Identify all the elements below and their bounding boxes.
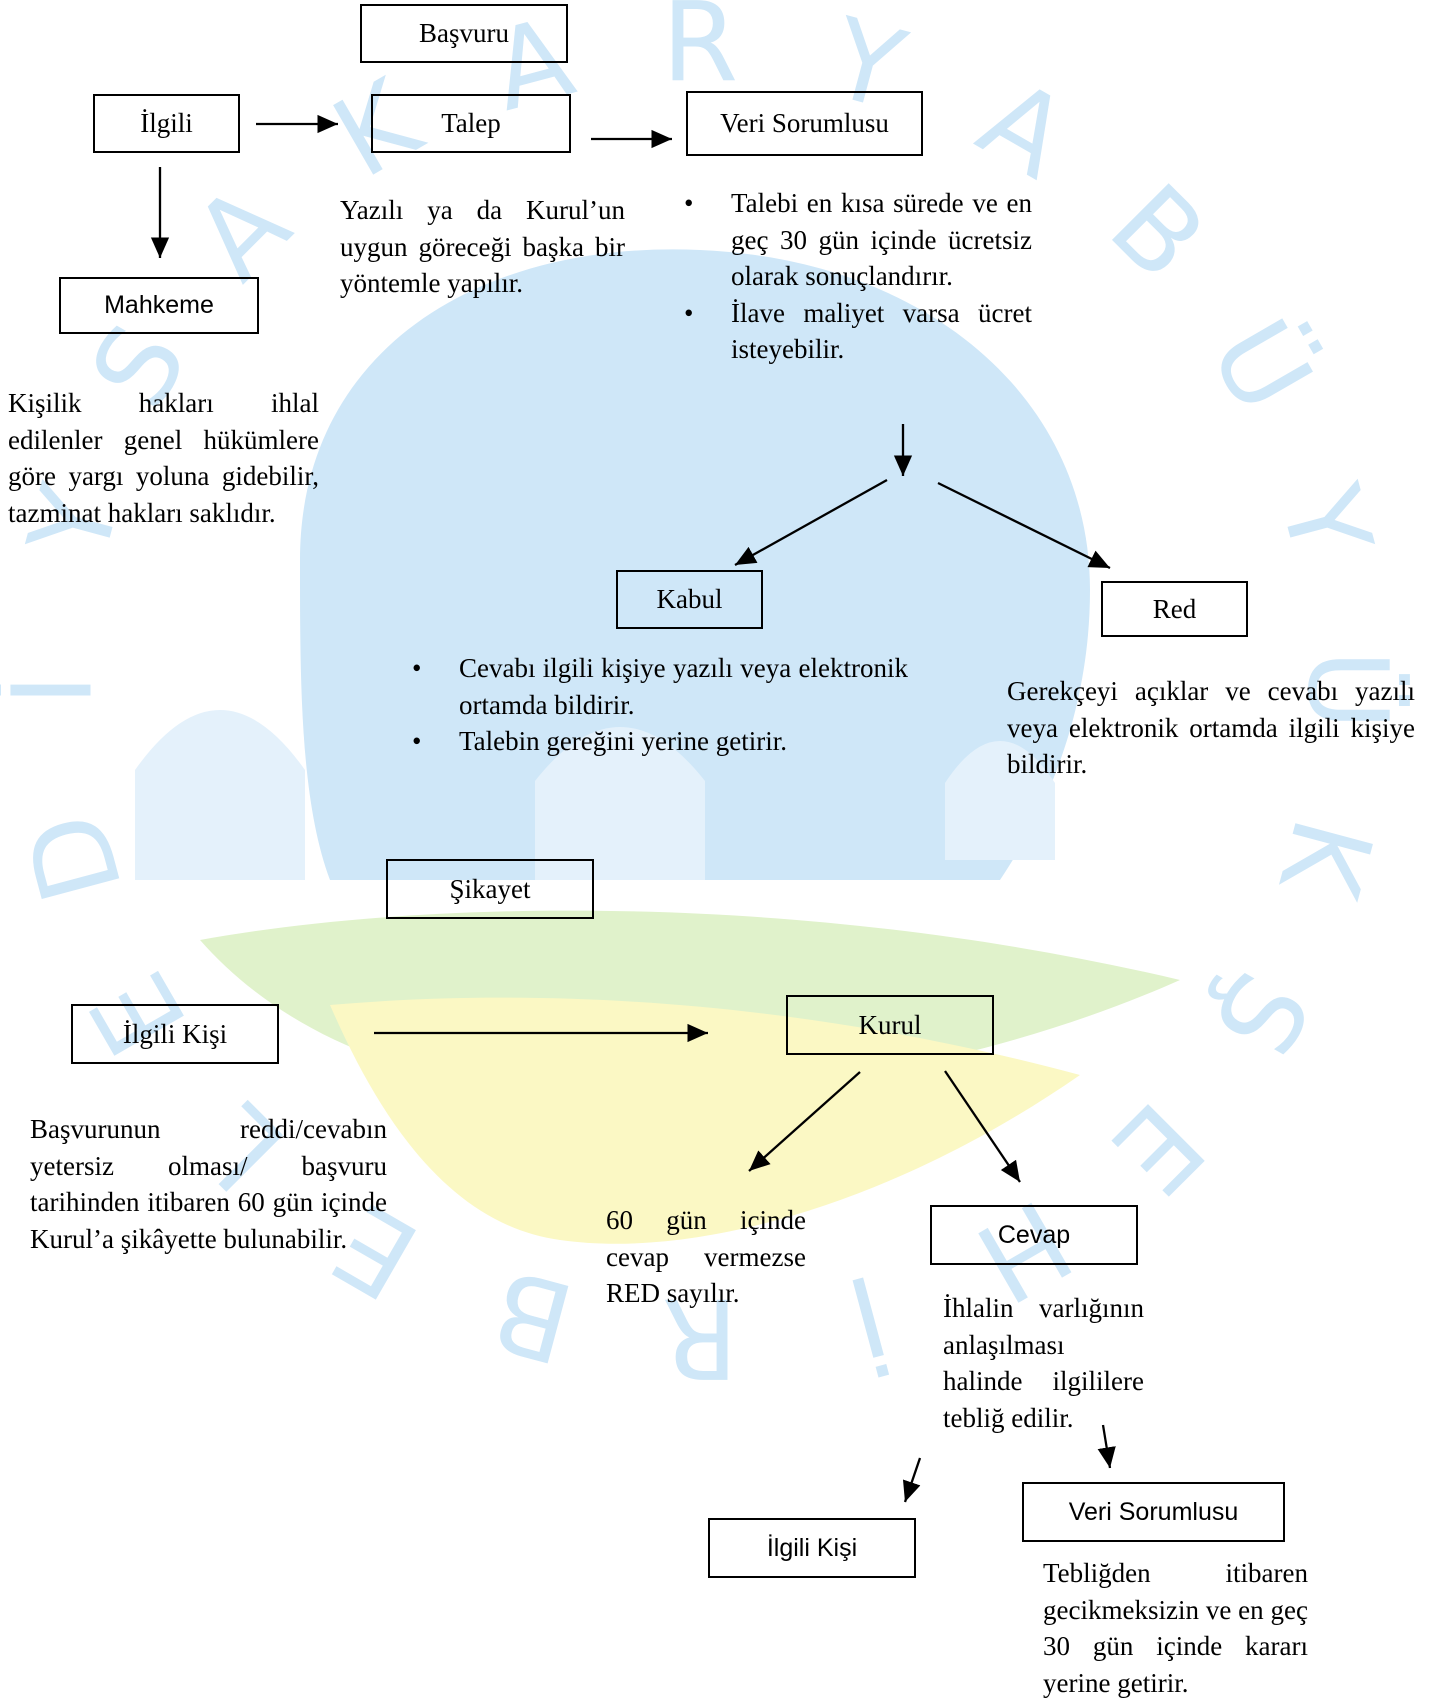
basvuru-header-label: Başvuru [419,18,509,48]
cevap-label: Cevap [997,1220,1071,1249]
kabul-label: Kabul [656,584,723,614]
red-box: Red [1101,581,1248,637]
wm-letter: Ü [1284,650,1412,731]
veri-sorumlusu-label: Veri Sorumlusu [720,108,889,138]
cevap-note: İhlalin varlığının anlaşılması halinde i… [943,1293,1144,1433]
basvuru-header-box: Başvuru [360,4,568,63]
kabul-note-2: Talebin gereğini yerine getirir. [408,723,908,760]
veri-sorumlusu-2-box: Veri Sorumlusu [1022,1482,1285,1542]
ilgili-kisi-box: İlgili Kişi [71,1004,279,1064]
kabul-note-1: Cevabı ilgili kişiye yazılı veya elektro… [408,650,908,723]
ilgili-kisi-2-box: İlgili Kişi [708,1518,916,1578]
veri-note-2: İlave maliyet varsa ücret isteyebilir. [680,295,1032,368]
talep-note: Yazılı ya da Kurul’un uygun göreceği baş… [340,195,625,298]
kabul-box: Kabul [616,570,763,629]
veri-sorumlusu-notes: Talebi en kısa sürede ve en geç 30 gün i… [680,185,1032,368]
wm-letter: R [662,1274,738,1402]
kurul-box: Kurul [786,995,994,1055]
ilgili-kisi-2-label: İlgili Kişi [766,1533,858,1562]
ilgili-label: İlgili [140,108,193,138]
mahkeme-label: Mahkeme [104,291,214,319]
arrow-split-to-red [937,481,1111,570]
arrow-cevap-to-ilgili-kisi [902,1457,922,1503]
arrow-kurul-to-cevap [944,1070,1021,1183]
arrow-split-to-kabul [734,478,888,567]
cevap-box: Cevap [930,1205,1138,1265]
ilgili-kisi-note: Başvurunun reddi/cevabın yetersiz olması… [30,1114,387,1254]
wm-letter: İ [0,674,116,706]
ilgili-kisi-label: İlgili Kişi [122,1018,228,1049]
sikayet-header-box: Şikayet [386,859,594,919]
wm-arch-3 [945,741,1055,860]
mahkeme-note: Kişilik hakları ihlal edilenler genel hü… [8,388,319,528]
talep-label: Talep [441,108,501,138]
mahkeme-box: Mahkeme [59,277,259,334]
ilgili-box: İlgili [93,94,240,153]
arrow-kurul-to-note [748,1071,861,1172]
talep-box: Talep [371,94,571,153]
kurul-label: Kurul [858,1009,922,1040]
veri-sorumlusu-box: Veri Sorumlusu [686,91,923,156]
wm-arch-1 [135,710,305,880]
red-note: Gerekçeyi açıklar ve cevabı yazılı veya … [1007,676,1415,779]
red-label: Red [1152,593,1197,624]
wm-arch-2 [535,727,705,880]
wm-leaf-yellow [330,997,1080,1244]
veri-note-1: Talebi en kısa sürede ve en geç 30 gün i… [680,185,1032,295]
wm-letter: R [662,0,738,106]
sikayet-header-label: Şikayet [449,873,531,904]
kurul-note: 60 gün içinde cevap vermezse RED sayılır… [606,1205,806,1308]
veri-sorumlusu-2-note: Tebliğden itibaren gecikmeksizin ve en g… [1043,1558,1308,1698]
veri-sorumlusu-2-label: Veri Sorumlusu [1068,1497,1239,1526]
kabul-notes: Cevabı ilgili kişiye yazılı veya elektro… [408,650,908,760]
arrow-cevap-to-veri [1097,1424,1116,1469]
